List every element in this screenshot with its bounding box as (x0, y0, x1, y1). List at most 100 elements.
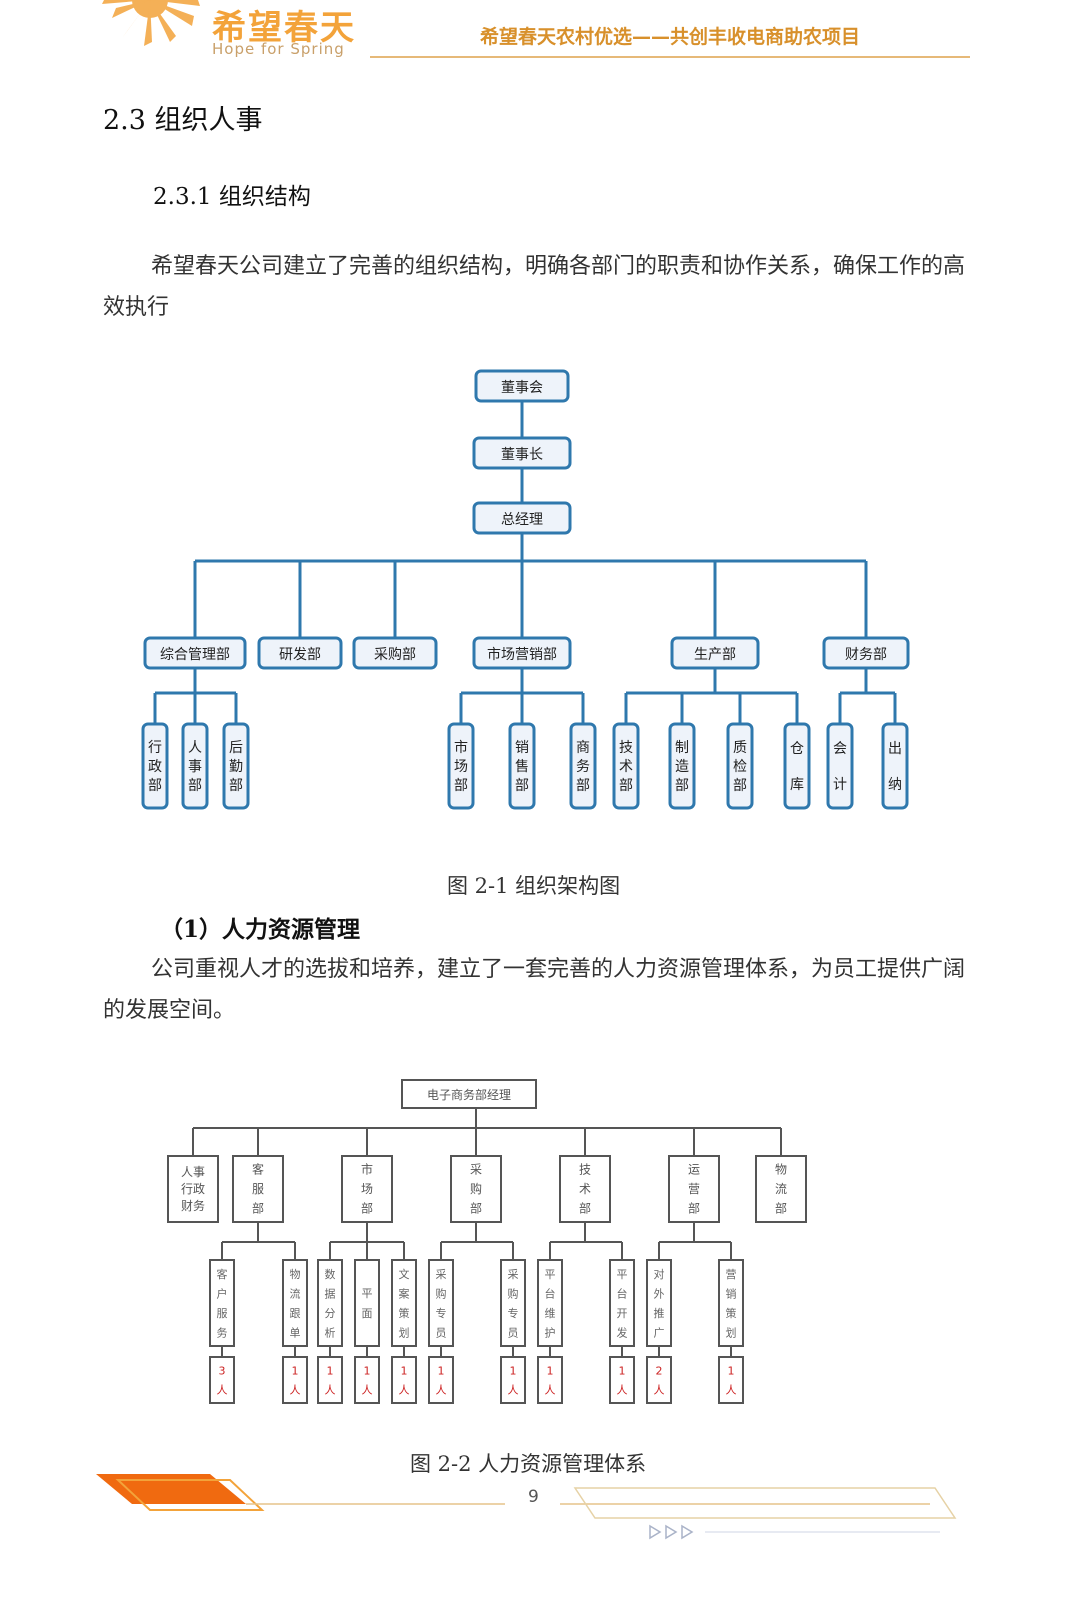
hr-paragraph: 公司重视人才的选拔和培养，建立了一套完善的人力资源管理体系，为员工提供广阔的发展… (103, 949, 973, 1031)
hr-role-label: 发 (617, 1325, 628, 1339)
hr-count-box (282, 1356, 308, 1404)
footer-decoration (96, 1474, 957, 1540)
hr-role-label: 跟 (290, 1307, 301, 1320)
org-sub-box-char: 技 (619, 740, 633, 756)
hr-role-label: 采 (436, 1268, 447, 1281)
hr-dept-label: 场 (361, 1182, 373, 1196)
org-dept-box-label: 财务部 (845, 647, 887, 663)
org-board-box-label: 董事会 (501, 380, 543, 396)
hr-dept-label: 人事 (181, 1165, 205, 1179)
logo-subtitle: Hope for Spring (212, 40, 345, 58)
org-sub-box-char: 部 (454, 778, 468, 794)
hr-count-label: 人 (362, 1384, 373, 1397)
hr-count-label: 3 (219, 1365, 226, 1378)
hr-count-label: 人 (545, 1384, 556, 1397)
hr-role-label: 对 (654, 1267, 665, 1281)
hr-count-label: 人 (290, 1384, 301, 1397)
org-sub-box-char: 政 (148, 759, 162, 775)
section-heading: 2.3 组织人事 (103, 105, 263, 136)
hr-dept-box (668, 1155, 720, 1223)
hr-dept-label: 营 (688, 1182, 700, 1196)
sun-logo-icon (102, 0, 200, 46)
org-sub-box-char: 部 (229, 778, 243, 794)
hr-role-label: 平 (617, 1268, 628, 1281)
org-sub-box-char: 库 (790, 777, 804, 793)
hr-role-label: 据 (325, 1286, 336, 1300)
org-sub-box (612, 722, 640, 810)
org-sub-box-char: 会 (833, 741, 847, 757)
org-sub-box (569, 722, 597, 810)
hr-role-box (646, 1259, 672, 1347)
hr-role-box (391, 1259, 417, 1347)
hr-role-box (354, 1259, 380, 1347)
org-dept-box (352, 636, 438, 670)
hr-role-label: 台 (617, 1286, 628, 1300)
hr-count-label: 1 (401, 1365, 408, 1378)
hr-role-label: 推 (654, 1306, 665, 1320)
hr-count-box (500, 1356, 526, 1404)
hr-role-label: 员 (508, 1326, 519, 1339)
hr-role-label: 户 (217, 1286, 228, 1300)
hr-count-box (537, 1356, 563, 1404)
hr-count-label: 人 (726, 1384, 737, 1397)
hr-role-label: 平 (362, 1287, 373, 1300)
hr-dept-label: 物 (775, 1163, 787, 1177)
hr-role-label: 广 (654, 1326, 665, 1339)
hr-dept-box (755, 1155, 807, 1223)
hr-count-label: 1 (364, 1365, 371, 1378)
hr-role-box (209, 1259, 235, 1347)
hr-count-label: 1 (327, 1365, 334, 1378)
hr-role-label: 案 (399, 1286, 410, 1300)
org-sub-box (826, 722, 854, 810)
org-chairman-box-label: 董事长 (501, 447, 543, 463)
org-sub-box (508, 722, 536, 810)
header-divider (370, 56, 970, 58)
hr-count-box (317, 1356, 343, 1404)
org-sub-box-char: 销 (515, 740, 529, 756)
hr-role-label: 面 (362, 1307, 373, 1320)
hr-dept-label: 市 (361, 1162, 373, 1177)
hr-dept-label: 流 (775, 1182, 787, 1196)
hr-dept-label: 服 (252, 1182, 264, 1196)
org-sub-box-char: 务 (576, 759, 590, 775)
org-sub-box-char: 出 (888, 741, 902, 757)
org-sub-box-char: 事 (188, 759, 202, 775)
org-sub-box (222, 722, 250, 810)
hr-chart: 电子商务部经理人事行政财务客服部客户服务3人物流跟单1人市场部数据分析1人平面1… (167, 1079, 807, 1404)
org-dept-box-label: 生产部 (694, 647, 736, 663)
hr-role-label: 分 (325, 1307, 336, 1320)
hr-root-label: 电子商务部经理 (427, 1087, 511, 1102)
org-sub-box-char: 商 (576, 740, 590, 756)
hr-dept-box (559, 1155, 611, 1223)
org-dept-box-label: 市场营销部 (487, 646, 557, 663)
hr-role-label: 员 (436, 1326, 447, 1339)
org-sub-box-char: 术 (619, 759, 633, 775)
subsection-heading: 2.3.1 组织结构 (153, 184, 311, 210)
org-gm-box-label: 总经理 (501, 512, 543, 528)
org-chart-caption: 图 2-1 组织架构图 (447, 874, 621, 898)
hr-count-box (354, 1356, 380, 1404)
hr-role-label: 单 (290, 1326, 301, 1339)
org-sub-box-char: 部 (576, 778, 590, 794)
org-sub-box (881, 722, 909, 810)
hr-role-label: 维 (545, 1307, 556, 1320)
hr-role-label: 台 (545, 1286, 556, 1300)
org-sub-box-char: 计 (833, 777, 847, 793)
hr-dept-label: 运 (688, 1163, 700, 1177)
hr-role-label: 数 (325, 1268, 336, 1281)
org-sub-box (181, 722, 209, 810)
org-sub-box-char: 售 (515, 759, 529, 775)
hr-dept-label: 财务 (181, 1198, 205, 1213)
org-sub-box-char: 部 (733, 778, 747, 794)
hr-role-label: 物 (290, 1267, 301, 1281)
hr-root-box (401, 1079, 537, 1109)
hr-count-label: 人 (399, 1384, 410, 1397)
hr-count-box (718, 1356, 744, 1404)
org-sub-box-char: 部 (675, 778, 689, 794)
hr-dept-label: 术 (579, 1182, 591, 1196)
hr-dept-label: 部 (470, 1200, 482, 1215)
org-sub-box-char: 后 (229, 740, 243, 756)
org-sub-box-char: 部 (619, 778, 633, 794)
hr-count-label: 1 (547, 1365, 554, 1378)
hr-role-label: 策 (399, 1306, 410, 1320)
